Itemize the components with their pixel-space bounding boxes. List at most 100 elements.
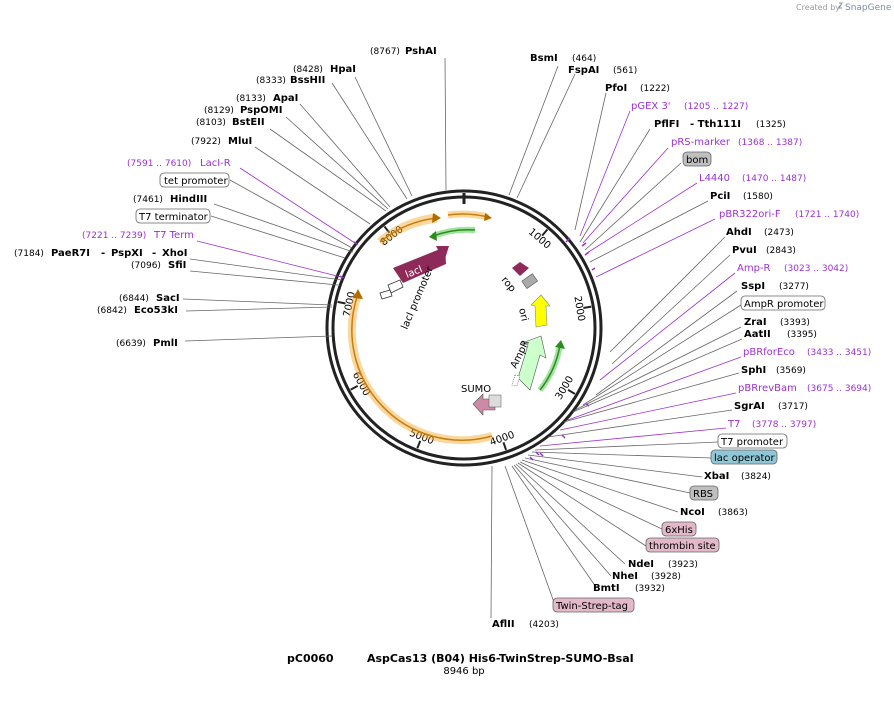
ruler-tick [337,300,346,305]
plasmid-id: pC0060 [287,652,334,665]
site-pos: (3932) [635,584,665,594]
feature-box-label: AmpR promoter [744,299,824,310]
feature-label-rop: rop [499,275,518,295]
site-pos: (2843) [766,246,796,256]
site-label: BsmI [530,53,558,64]
snapgene-logo-icon [838,2,843,9]
site-label: PspXI [111,248,143,259]
site-label: SspI [741,281,765,292]
primer-label: pRS-marker [671,137,731,148]
site-pos: (6842) [97,306,127,316]
site-pos: (7922) [191,137,221,147]
primer-pos: (3023 .. 3042) [784,264,848,274]
ruler-tick-label: 3000 [554,374,576,402]
site-pos: (6844) [119,294,149,304]
site-pos: (8133) [236,94,266,104]
primer-label: L4440 [699,173,730,184]
primer-marks [339,237,596,461]
primer-label: T7 Term [153,230,194,241]
primer-pos: (1205 .. 1227) [684,102,748,112]
feature-box-label: T7 terminator [138,212,209,223]
site-pos: (464) [572,54,596,64]
feature-box-label: RBS [693,489,713,500]
site-pos: (7461) [133,195,163,205]
site-label: HpaI [330,64,356,75]
site-pos: (3863) [718,508,748,518]
site-pos: (8767) [370,47,400,57]
site-pos: (3923) [668,560,698,570]
site-label: PciI [710,191,730,202]
credit-brand: SnapGene [845,3,892,13]
site-pos: (3824) [741,472,771,482]
site-pos: (6639) [116,339,146,349]
site-pos: (3569) [776,366,806,376]
site-label: PshAI [405,46,437,57]
primer-label: LacI-R [200,158,231,169]
site-label: PfoI [605,83,627,94]
site-label: Eco53kI [134,305,178,316]
site-label: AhdI [726,227,752,238]
primer-label: pBRforEco [743,347,795,358]
right-labels: BsmI (464) FspAI (561) PfoI (1222) pGEX … [492,53,871,630]
ruler-tick [567,388,576,395]
site-pos: (8333) [256,76,286,86]
feature-box-label: tet promoter [164,176,228,187]
site-pos: (3717) [778,402,808,412]
ruler-tick [350,384,359,391]
site-label: BstEII [232,117,265,128]
svg-text:-: - [101,248,105,259]
plasmid-name: AspCas13 (B04) His6-TwinStrep-SUMO-BsaI [367,652,634,665]
site-pos: (3928) [651,572,681,582]
feature-box-label: 6xHis [665,525,693,536]
site-label: PspOMI [240,105,282,116]
site-label: SacI [156,293,180,304]
site-label: ZraI [744,317,767,328]
site-pos: (7184) [14,249,44,259]
site-pos: (8428) [293,65,323,75]
ruler-tick [583,305,592,309]
feature-box-label: T7 promoter [720,437,784,448]
primer-pos: (1368 .. 1387) [738,138,802,148]
feature-box-label: thrombin site [649,541,716,552]
site-pos: (2473) [764,228,794,238]
primer-pos: (3675 .. 3694) [807,384,871,394]
primer-pos: (1721 .. 1740) [795,210,859,220]
feature-box-label: Twin-Strep-tag [555,601,628,612]
ruler-tick-label: 2000 [571,295,586,322]
feature-box [740,295,826,311]
site-label: AflII [492,619,515,630]
primer-label: T7 [727,419,740,430]
left-labels: (8767) PshAI (8428) HpaI (8333) BssHII (… [14,46,437,349]
site-label: SgrAI [734,401,765,412]
primer-pos: (3778 .. 3797) [752,420,816,430]
site-label: XhoI [162,248,187,259]
site-label: ApaI [273,93,298,104]
site-pos: (3395) [787,330,817,340]
primer-label: Amp-R [737,263,771,274]
site-pos: (7096) [131,261,161,271]
site-pos: (4203) [529,620,559,630]
site-pos: (561) [613,66,637,76]
feature-label-ori: ori [516,307,530,322]
credit-prefix: Created by [796,3,840,12]
primer-pos: (7221 .. 7239) [82,231,146,241]
site-pos: (1222) [640,84,670,94]
site-pos: (8103) [196,118,226,128]
plasmid-size: 8946 bp [443,666,484,677]
primer-label: pBR322ori-F [719,209,781,220]
site-label: SphI [741,365,766,376]
site-pos: (3393) [780,318,810,328]
site-label: HindIII [170,194,207,205]
feature-box [135,208,211,224]
site-label: AatII [744,329,771,340]
primer-pos: (1470 .. 1487) [742,174,806,184]
svg-text:-: - [152,248,156,259]
feature-box [682,151,712,167]
site-label: NcoI [680,507,705,518]
ruler-tick [416,440,422,449]
site-label: PflFI [654,119,679,130]
ruler-tick [383,225,391,234]
feature-arcs [347,210,565,445]
primer-pos: (7591 .. 7610) [127,159,191,169]
